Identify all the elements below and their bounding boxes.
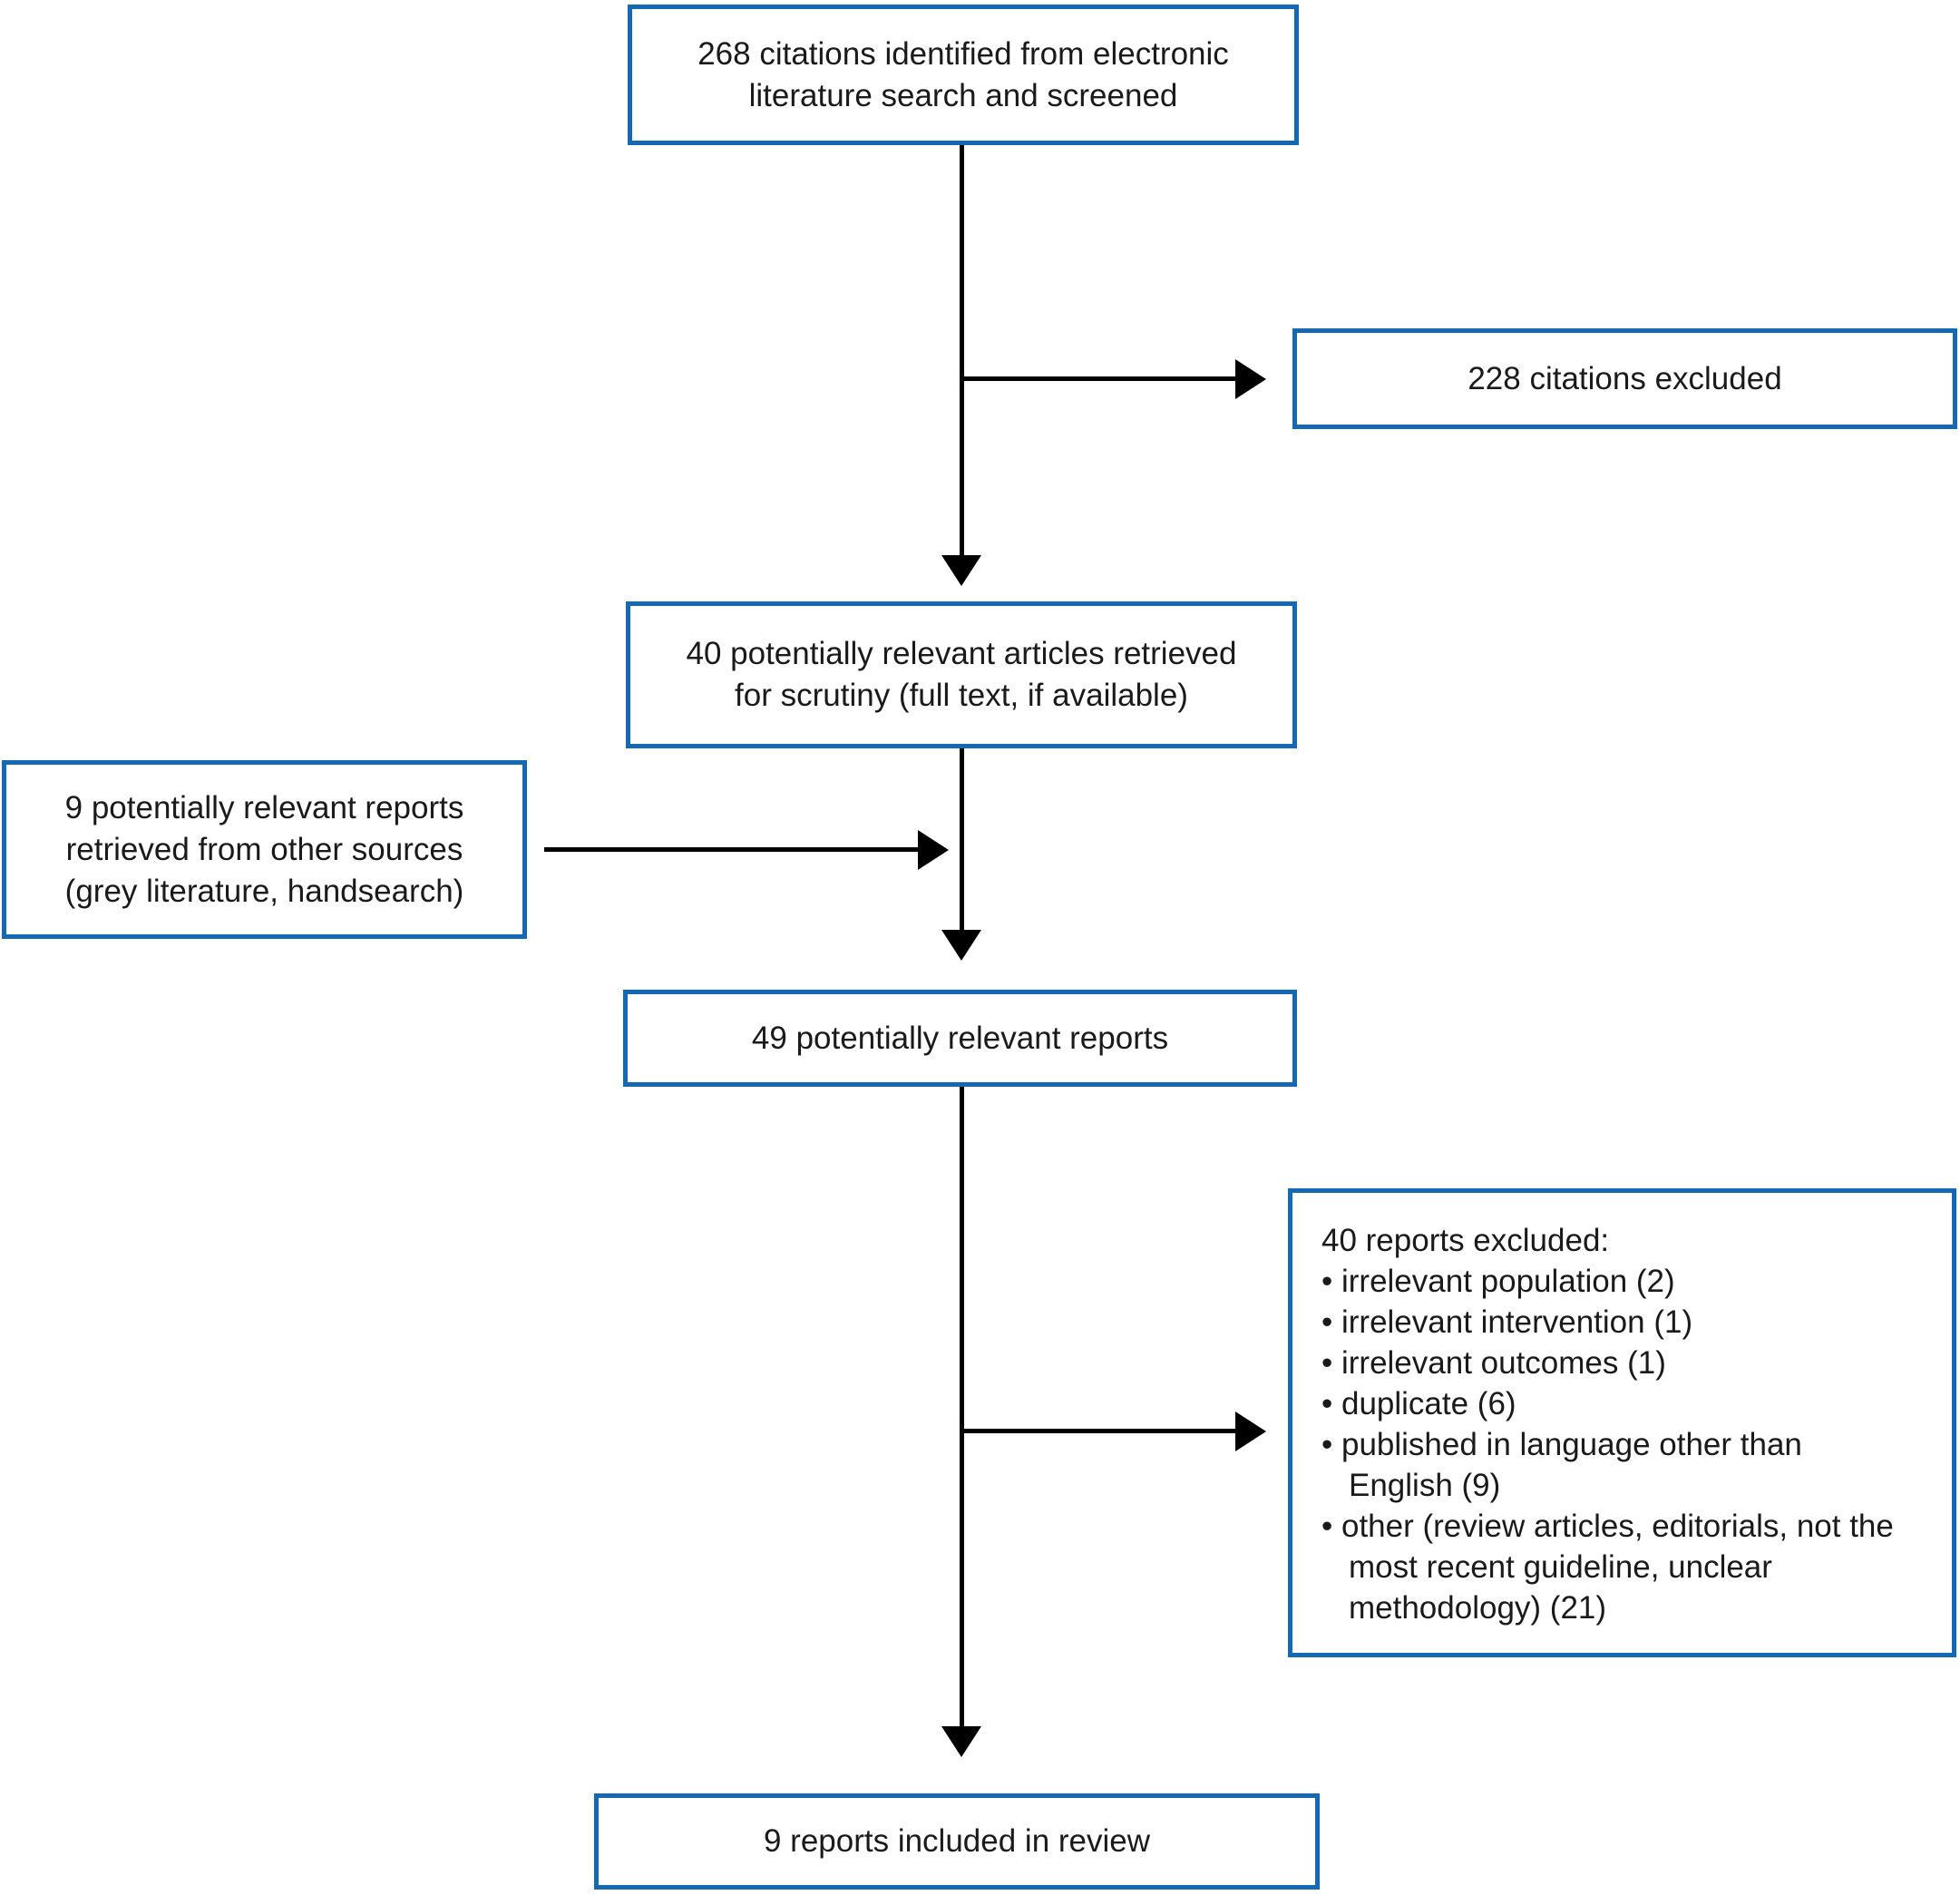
box-line: literature search and screened (748, 77, 1178, 113)
list-item-line: • irrelevant intervention (1) (1321, 1304, 1693, 1340)
arrowhead-down-icon (941, 930, 981, 961)
list-item: • irrelevant intervention (1) (1321, 1302, 1894, 1343)
list-item: • irrelevant population (2) (1321, 1261, 1894, 1302)
arrowhead-right-icon (1235, 1411, 1266, 1451)
list-item: • other (review articles, editorials, no… (1321, 1506, 1894, 1628)
box-line: for scrutiny (full text, if available) (735, 678, 1188, 713)
arrow-line-down-1 (960, 145, 964, 558)
box-line: 9 potentially relevant reports (64, 789, 464, 825)
arrowhead-down-icon (941, 1726, 981, 1757)
list-item-line: • irrelevant population (2) (1321, 1264, 1675, 1299)
box-line: 9 reports included in review (763, 1823, 1151, 1859)
list-item: • duplicate (6) (1321, 1383, 1894, 1424)
list-item-line: English (9) (1349, 1468, 1501, 1503)
list-item-line: most recent guideline, unclear (1349, 1549, 1772, 1585)
list-item-line: methodology) (21) (1349, 1590, 1607, 1626)
list-item: • irrelevant outcomes (1) (1321, 1343, 1894, 1383)
box-line: (grey literature, handsearch) (64, 873, 464, 909)
box-other-sources: 9 potentially relevant reports retrieved… (2, 760, 527, 939)
box-articles-retrieved: 40 potentially relevant articles retriev… (626, 601, 1297, 748)
exclusion-heading: 40 reports excluded: (1321, 1223, 1610, 1258)
arrowhead-right-icon (1235, 359, 1266, 399)
box-relevant-reports: 49 potentially relevant reports (623, 990, 1297, 1087)
box-line: 268 citations identified from electronic (697, 35, 1229, 72)
box-citations-identified: 268 citations identified from electronic… (628, 5, 1299, 145)
list-item-line: • irrelevant outcomes (1) (1321, 1345, 1666, 1381)
list-item-line: • other (review articles, editorials, no… (1321, 1509, 1894, 1544)
arrow-line-other-sources (544, 847, 918, 852)
box-line: 228 citations excluded (1468, 360, 1782, 396)
box-line: 40 potentially relevant articles retriev… (686, 636, 1237, 671)
box-citations-excluded: 228 citations excluded (1292, 328, 1957, 429)
arrowhead-down-icon (941, 555, 981, 586)
arrow-line-branch-2 (961, 1429, 1235, 1433)
list-item-line: • duplicate (6) (1321, 1386, 1516, 1421)
list-item-line: • published in language other than (1321, 1427, 1802, 1462)
arrow-line-down-2 (960, 748, 964, 933)
list-item: • published in language other than Engli… (1321, 1424, 1894, 1506)
arrow-line-branch-1 (961, 376, 1235, 381)
box-line: 49 potentially relevant reports (751, 1020, 1169, 1056)
box-reports-excluded: 40 reports excluded: • irrelevant popula… (1288, 1188, 1956, 1657)
box-line: retrieved from other sources (65, 831, 463, 867)
exclusion-list: • irrelevant population (2) • irrelevant… (1321, 1261, 1894, 1628)
arrow-line-down-3 (960, 1087, 964, 1728)
box-reports-included: 9 reports included in review (594, 1793, 1320, 1890)
arrowhead-right-icon (918, 830, 949, 870)
